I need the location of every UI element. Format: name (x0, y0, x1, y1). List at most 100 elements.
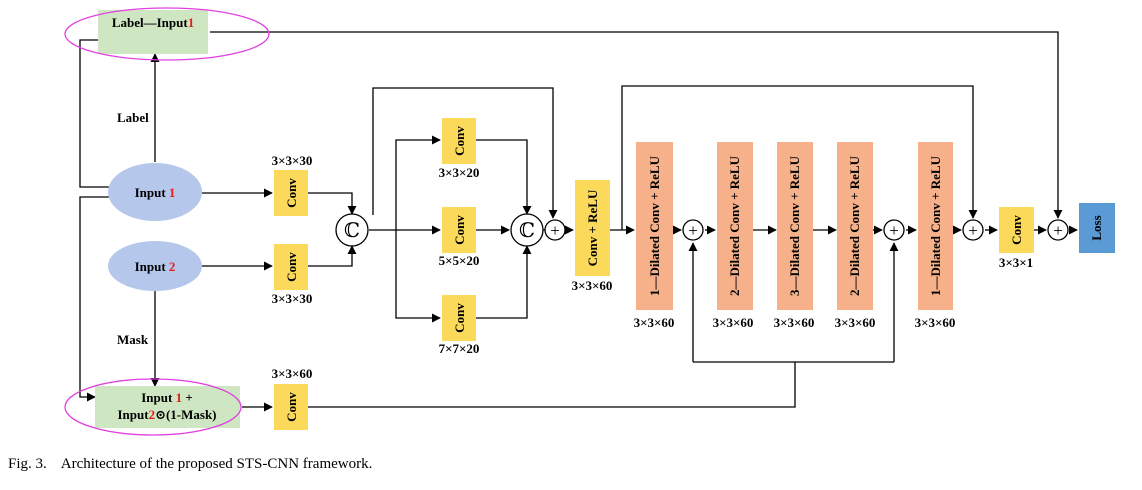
conv-input2-size: 3×3×30 (272, 291, 313, 306)
dilated-1a: 1—Dilated Conv + ReLU 3×3×60 (634, 142, 675, 330)
edge-branch-a (369, 135, 441, 231)
dilated-3-size: 3×3×60 (774, 315, 815, 330)
conv-input1-size: 3×3×30 (272, 153, 313, 168)
add-2-symbol: + (688, 221, 698, 240)
conv-input2-label: Conv (284, 252, 299, 282)
input1-ellipse (108, 163, 202, 221)
edge-skip-concat-add (372, 87, 558, 219)
loss-node: Loss (1079, 203, 1115, 253)
add-1-symbol: + (550, 221, 560, 240)
conv-masked: 3×3×60 Conv (272, 366, 313, 430)
concat-2-symbol: ℂ (519, 220, 535, 242)
dilated-2a: 2—Dilated Conv + ReLU 3×3×60 (713, 142, 754, 330)
conv-branch-b: Conv 5×5×20 (439, 207, 480, 268)
concat-2-circle (510, 213, 544, 247)
label-input1-node: Label—Input1 (64, 7, 270, 61)
conv-input1-label: Conv (284, 178, 299, 208)
conv-input1: 3×3×30 Conv (272, 153, 313, 216)
input2-text: Input 2 (135, 259, 176, 274)
conv-branch-b-size: 5×5×20 (439, 253, 480, 268)
conv-branch-a-label: Conv (452, 126, 467, 156)
dilated-1a-size: 3×3×60 (634, 315, 675, 330)
label-input1-highlight (64, 7, 270, 61)
add-4-circle (962, 219, 984, 241)
add-1-circle (544, 219, 566, 241)
edge-c-concat (476, 245, 532, 319)
dilated-1a-box (636, 142, 673, 310)
concat-1-circle (335, 213, 369, 247)
conv-input1-box (274, 170, 308, 216)
conv-masked-label: Conv (284, 392, 299, 422)
figure-caption-text: Architecture of the proposed STS-CNN fra… (60, 456, 373, 472)
conv-branch-a: Conv 3×3×20 (439, 118, 480, 180)
conv-branch-a-box (442, 118, 476, 164)
add-3-circle (883, 219, 905, 241)
edges (79, 31, 1078, 412)
dilated-3-box (777, 142, 813, 310)
label-input1-box (98, 10, 208, 54)
edge-left-loop-top (79, 39, 110, 188)
add-5-symbol: + (1053, 221, 1063, 240)
dilated-1b-box (918, 142, 953, 310)
concat-2: ℂ (510, 213, 544, 247)
conv-relu: Conv + ReLU 3×3×60 (572, 180, 613, 293)
dilated-2a-size: 3×3×60 (713, 315, 754, 330)
edge-conv3-long (308, 362, 796, 408)
add-4-symbol: + (968, 221, 978, 240)
conv-branch-c-size: 7×7×20 (439, 341, 480, 356)
edge-conv2-concat (308, 245, 357, 267)
input2-node: Input 2 (108, 241, 202, 291)
dilated-1a-label: 1—Dilated Conv + ReLU (647, 155, 662, 296)
dilated-2a-label: 2—Dilated Conv + ReLU (727, 155, 742, 296)
concat-1-symbol: ℂ (344, 220, 360, 242)
dilated-2a-box (717, 142, 753, 310)
add-2-circle (682, 219, 704, 241)
dilated-1b-label: 1—Dilated Conv + ReLU (928, 155, 943, 296)
dilated-1b: 1—Dilated Conv + ReLU 3×3×60 (915, 142, 956, 330)
input1-text: Input 1 (135, 185, 176, 200)
dilated-3: 3—Dilated Conv + ReLU 3×3×60 (774, 142, 815, 330)
conv-relu-box (575, 180, 610, 276)
conv-input2-box (274, 244, 308, 290)
masked-input-line2: Input2⊙(1-Mask) (117, 407, 216, 422)
masked-input-highlight (64, 378, 242, 436)
edge-a-concat (476, 139, 532, 215)
dilated-3-label: 3—Dilated Conv + ReLU (787, 155, 802, 296)
conv-masked-size: 3×3×60 (272, 366, 313, 381)
loss-box (1079, 203, 1115, 253)
label-input1-text: Label—Input1 (112, 15, 194, 30)
conv-masked-box (274, 384, 308, 430)
dilated-1b-size: 3×3×60 (915, 315, 956, 330)
conv-branch-c-box (442, 295, 476, 341)
edge-branch-c (395, 230, 441, 323)
edge-label-label: Label (117, 110, 149, 125)
dilated-2b-label: 2—Dilated Conv + ReLU (847, 155, 862, 296)
loss-label: Loss (1089, 215, 1104, 240)
conv-branch-a-size: 3×3×20 (439, 165, 480, 180)
add-1: + (544, 219, 566, 241)
edge-skip-late (621, 85, 978, 230)
add-2: + (682, 219, 704, 241)
add-3: + (883, 219, 905, 241)
conv-final-box (999, 207, 1034, 253)
conv-relu-size: 3×3×60 (572, 278, 613, 293)
masked-input-box (95, 386, 240, 428)
conv-branch-c: Conv 7×7×20 (439, 295, 480, 356)
add-5: + (1047, 219, 1069, 241)
dilated-2b: 2—Dilated Conv + ReLU 3×3×60 (835, 142, 875, 330)
figure-number: Fig. 3. (8, 456, 47, 472)
edge-label-skip (210, 31, 1063, 219)
masked-input-line1: Input 1 + (141, 390, 193, 405)
edge-mask-label: Mask (117, 332, 149, 347)
add-3-symbol: + (889, 221, 899, 240)
add-5-circle (1047, 219, 1069, 241)
conv-final: Conv 3×3×1 (999, 207, 1034, 270)
input2-ellipse (108, 241, 202, 291)
add-4: + (962, 219, 984, 241)
conv-final-label: Conv (1009, 215, 1024, 245)
conv-branch-c-label: Conv (452, 303, 467, 333)
conv-input2: Conv 3×3×30 (272, 244, 313, 306)
conv-branch-b-label: Conv (452, 215, 467, 245)
architecture-diagram: Label—Input1 Label Input 1 Input 2 Mask … (64, 7, 1115, 436)
